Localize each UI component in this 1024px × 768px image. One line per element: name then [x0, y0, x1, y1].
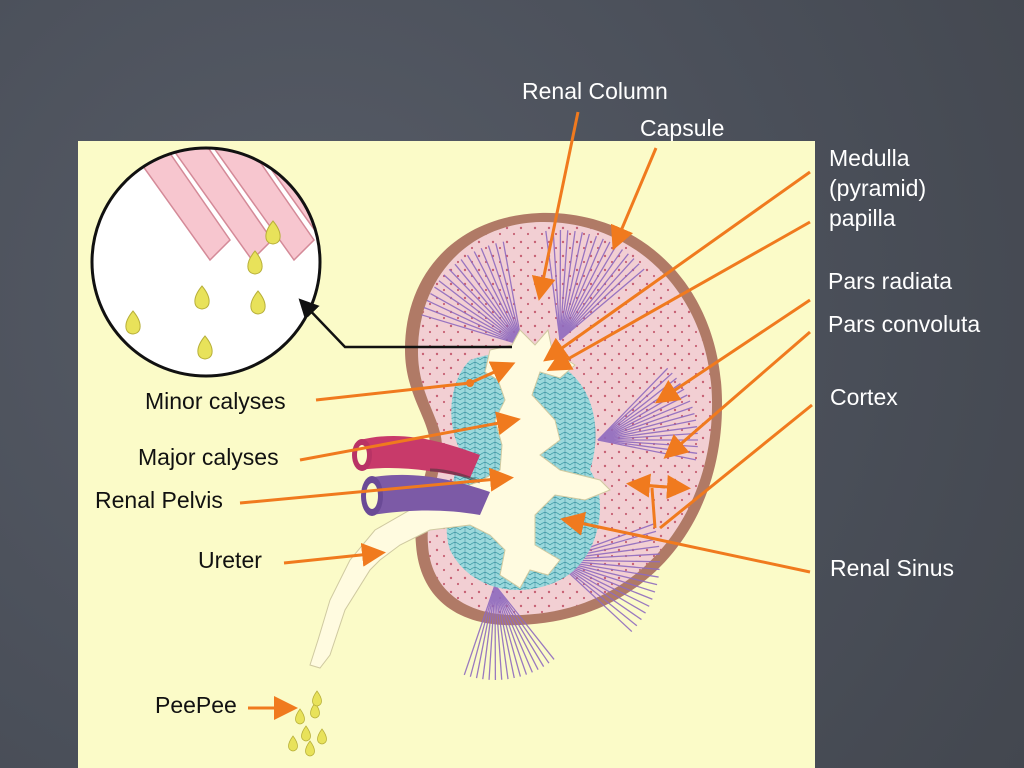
- inset-pointer: [298, 298, 512, 349]
- pointer-cortex-1: [659, 403, 813, 530]
- label-pars-convoluta: Pars convoluta: [828, 311, 981, 337]
- pointer-pars-convoluta: [663, 330, 811, 459]
- pointer-cortex-2: [650, 487, 657, 529]
- pointer-medulla: [543, 170, 811, 362]
- pointer-minor-calyses: [315, 381, 471, 402]
- pointer-papilla: [546, 220, 811, 371]
- label-capsule: Capsule: [640, 115, 725, 141]
- label-renal-sinus: Renal Sinus: [830, 555, 955, 581]
- pointer-major-calyses: [299, 411, 521, 462]
- label-pars-radiata: Pars radiata: [828, 268, 953, 294]
- pointer-ureter: [283, 542, 386, 567]
- label-renal-column: Renal Column: [522, 78, 668, 104]
- pointer-renal-pelvis: [239, 467, 514, 505]
- label-cortex: Cortex: [830, 384, 898, 410]
- label-pointers: [239, 111, 813, 720]
- renal-vessels: [352, 435, 490, 516]
- label-renal-pelvis: Renal Pelvis: [95, 487, 223, 513]
- label-ureter: Ureter: [198, 547, 262, 573]
- pointer-renal-column: [531, 111, 580, 301]
- pointer-cortex-4: [626, 473, 666, 498]
- pointer-capsule: [610, 147, 658, 251]
- label-medulla: Medulla (pyramid) papilla: [829, 145, 927, 231]
- label-peepee: PeePee: [155, 692, 237, 718]
- pointer-pars-radiata: [655, 298, 811, 404]
- pointer-renal-sinus: [560, 512, 811, 574]
- label-minor-calyses: Minor calyses: [145, 388, 286, 414]
- pointer-minor-calyses-2: [469, 361, 516, 385]
- label-major-calyses: Major calyses: [138, 444, 279, 470]
